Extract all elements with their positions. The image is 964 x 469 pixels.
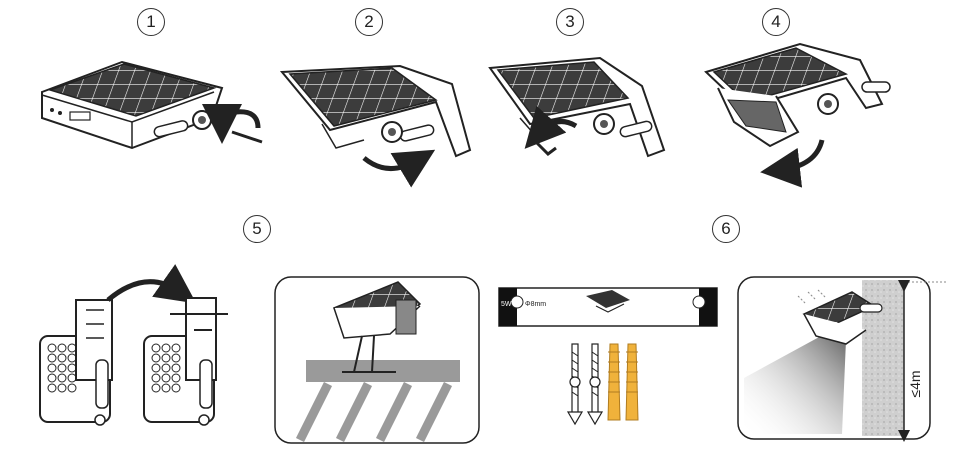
step3-lamp <box>488 56 666 158</box>
light-beam-icon <box>744 330 846 434</box>
step-number-1: 1 <box>137 8 165 36</box>
step-number-2: 2 <box>355 8 383 36</box>
rotate-arrow-icon <box>760 139 825 188</box>
rotate-arrow-icon <box>202 103 261 144</box>
ground-mount-panel <box>274 276 480 444</box>
curved-arrow-icon <box>106 264 197 304</box>
step-number-6: 6 <box>712 215 740 243</box>
step-number-4: 4 <box>762 8 790 36</box>
step1-lamp <box>41 60 224 150</box>
step4-lamp <box>704 42 891 148</box>
step2-lamp <box>279 64 472 158</box>
screw-icon <box>586 343 604 426</box>
screw-icon <box>566 343 584 426</box>
wall-plug-icon <box>625 343 639 421</box>
step5-bracket-right <box>143 297 228 426</box>
template-left-label: 5W <box>501 301 512 308</box>
wall-mount-panel <box>737 276 948 442</box>
rotate-arrow-icon <box>362 149 436 188</box>
drill-template <box>498 287 718 327</box>
step-number-3: 3 <box>556 8 584 36</box>
step5-bracket-left <box>39 299 113 426</box>
rotate-arrow-icon <box>524 105 578 149</box>
step-number-5: 5 <box>243 215 271 243</box>
height-label: ≤4m <box>907 370 923 397</box>
wall-plug-icon <box>607 343 621 421</box>
template-hole-label: Φ8mm <box>525 301 546 308</box>
